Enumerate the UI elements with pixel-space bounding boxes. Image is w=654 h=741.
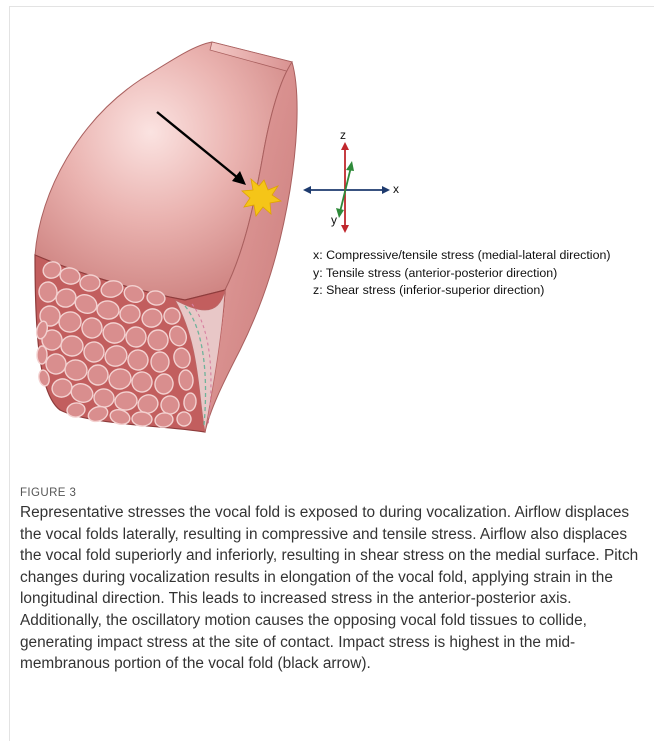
figure-area: z x y x: Compressive/tensile stress (med… <box>0 0 654 470</box>
legend-item-x: x: Compressive/tensile stress (medial-la… <box>313 247 610 265</box>
vocal-fold-illustration <box>0 0 654 470</box>
axis-label-y: y <box>331 213 337 227</box>
figure-label: FIGURE 3 <box>20 487 76 499</box>
muscle-cell <box>88 365 109 386</box>
muscle-cell <box>125 326 146 347</box>
muscle-cell <box>80 275 100 291</box>
figure-caption: Representative stresses the vocal fold i… <box>20 502 642 675</box>
axis-label-z: z <box>340 128 346 142</box>
muscle-cell <box>37 346 47 364</box>
legend-item-z: z: Shear stress (inferior-superior direc… <box>313 282 610 300</box>
muscle-cell <box>61 336 84 357</box>
legend-item-y: y: Tensile stress (anterior-posterior di… <box>313 265 610 283</box>
muscle-cell <box>38 282 57 303</box>
muscle-cell <box>178 370 193 391</box>
muscle-cell <box>151 352 169 372</box>
axis-indicator <box>303 142 390 233</box>
stress-legend: x: Compressive/tensile stress (medial-la… <box>313 247 610 300</box>
muscle-cell <box>132 411 153 426</box>
axis-label-x: x <box>393 182 399 196</box>
